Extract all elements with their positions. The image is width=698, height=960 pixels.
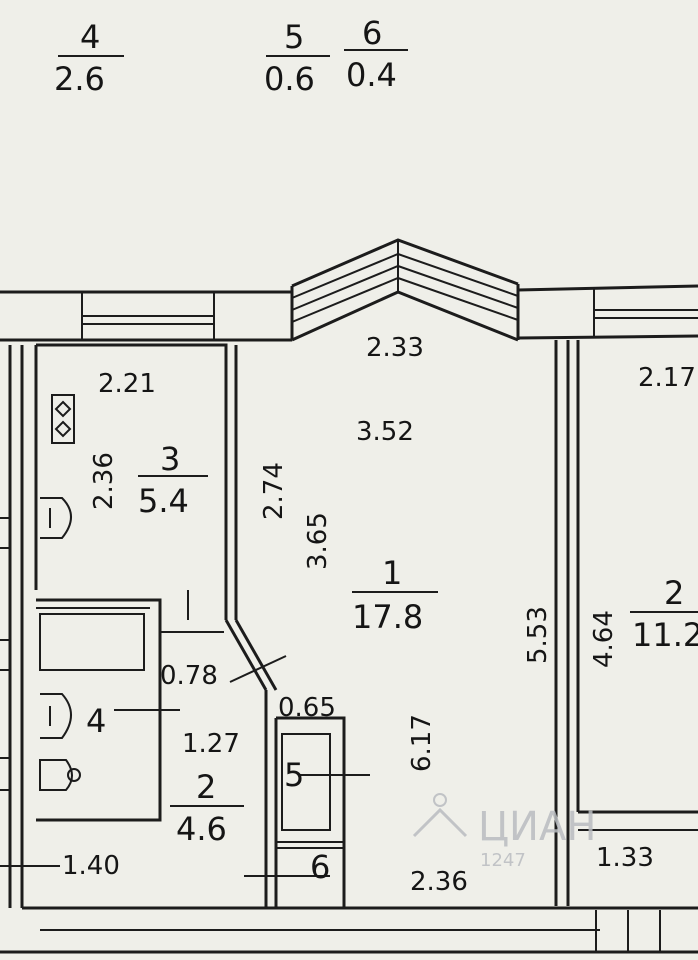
dimension-2-17: 2.17 — [638, 363, 696, 393]
dimension-2-36-left: 2.36 — [89, 452, 119, 510]
room-2-lower-area: 4.6 — [176, 810, 227, 848]
dimension-2-21: 2.21 — [98, 369, 156, 399]
dimension-6-17: 6.17 — [407, 714, 437, 772]
dimension-2-74: 2.74 — [259, 462, 289, 520]
top-room-6-number: 6 — [362, 14, 382, 52]
dimension-0-65: 0.65 — [278, 693, 336, 723]
top-room-4-number: 4 — [80, 18, 100, 56]
top-room-4-area: 2.6 — [54, 60, 105, 98]
sink-icon — [40, 497, 72, 539]
room-3-number: 3 — [160, 440, 180, 478]
top-room-5-number: 5 — [284, 18, 304, 56]
window-left — [81, 292, 215, 340]
outer-wall — [0, 284, 698, 342]
washbasin-icon — [40, 693, 72, 739]
dimension-3-65: 3.65 — [303, 512, 333, 570]
room-5-lower-number: 5 — [284, 756, 304, 794]
room-2-lower-number: 2 — [196, 768, 216, 806]
dimension-2-33: 2.33 — [366, 333, 424, 363]
room-2-right-number: 2 — [664, 574, 684, 612]
watermark-text: ЦИАН — [478, 804, 596, 850]
stove-icon — [51, 394, 75, 444]
interior-walls — [0, 340, 698, 954]
radiator-marks — [0, 517, 10, 791]
dimension-2-36-bottom: 2.36 — [410, 867, 468, 897]
toilet-icon — [39, 759, 81, 791]
fraction-lines — [0, 49, 698, 877]
watermark-id: 1247 — [480, 850, 526, 871]
dimension-5-53: 5.53 — [523, 606, 553, 664]
room-2-right-area: 11.2 — [632, 616, 698, 654]
bay-window — [291, 238, 519, 342]
dimension-1-33: 1.33 — [596, 843, 654, 873]
watermark: ЦИАН 1247 — [412, 793, 596, 871]
room-4-lower-number: 4 — [86, 702, 106, 740]
top-room-5-area: 0.6 — [264, 60, 315, 98]
room-6-lower-number: 6 — [310, 848, 330, 886]
room-1-number: 1 — [382, 554, 402, 592]
dimension-4-64: 4.64 — [589, 610, 619, 668]
top-room-6-area: 0.4 — [346, 56, 397, 94]
dimension-0-78: 0.78 — [160, 661, 218, 691]
room-3-area-value: 5.4 — [138, 482, 189, 520]
dimension-1-40: 1.40 — [62, 851, 120, 881]
dimension-3-52: 3.52 — [356, 417, 414, 447]
window-right — [593, 288, 698, 338]
dimension-1-27: 1.27 — [182, 729, 240, 759]
room-1-area: 17.8 — [352, 598, 423, 636]
